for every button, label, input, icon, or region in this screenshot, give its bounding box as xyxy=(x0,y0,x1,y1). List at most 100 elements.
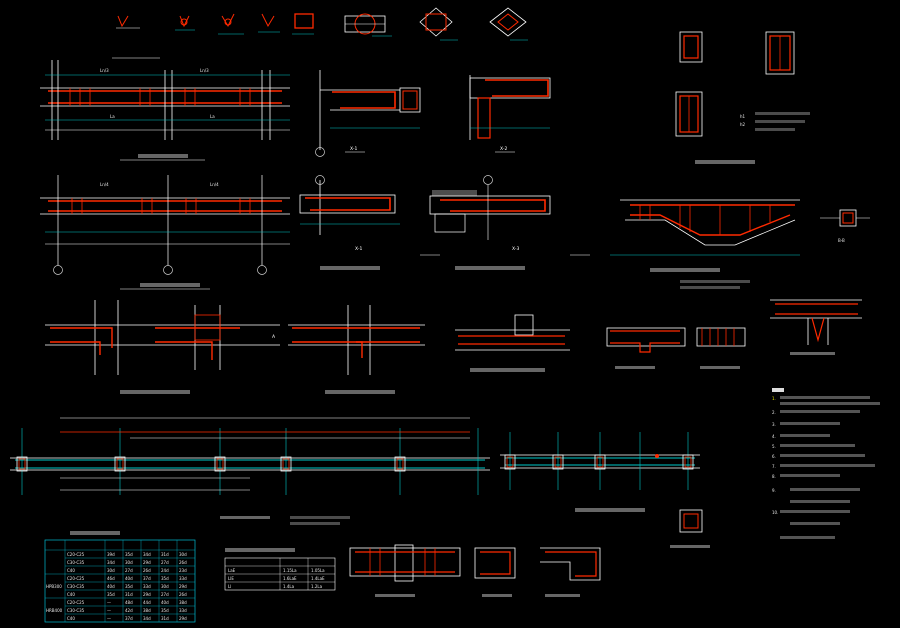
table-cell: 40d xyxy=(125,576,133,581)
table-cell: 30d xyxy=(107,568,115,573)
note-line: 3. xyxy=(772,422,776,427)
dim-text: Ln/3 xyxy=(100,68,109,73)
section-label: B-B xyxy=(838,238,845,243)
table-cell: 31d xyxy=(161,616,169,621)
table-cell: 29d xyxy=(143,592,151,597)
beam-elevation-2: Ln/4 Ln/4 xyxy=(40,175,290,290)
table-cell: 31d xyxy=(161,552,169,557)
dim-text: La xyxy=(210,114,215,119)
column-section-symbols xyxy=(344,7,528,41)
dim-text: Ln/4 xyxy=(100,182,109,187)
table-cell: C30-C35 xyxy=(67,560,85,565)
table-cell: 26d xyxy=(143,568,151,573)
table-cell: — xyxy=(107,600,111,605)
notes-title: 1. xyxy=(772,396,776,401)
hook-symbols xyxy=(116,13,314,35)
dim-text: La xyxy=(110,114,115,119)
table-cell: 27d xyxy=(125,568,133,573)
note-text: h1 xyxy=(740,114,746,119)
table-cell: Ll xyxy=(228,584,231,589)
small-section-rt: B-B xyxy=(820,209,870,243)
section-label: X-3 xyxy=(512,246,519,252)
table-cell: 34d xyxy=(143,616,151,621)
section-x3-left: X-1 xyxy=(299,175,400,252)
table-cell: 29d xyxy=(179,616,187,621)
bottom-details xyxy=(349,544,601,597)
table-cell: 37d xyxy=(125,616,133,621)
table-cell: 38d xyxy=(143,608,151,613)
section-label: X-1 xyxy=(355,246,362,252)
section-label: A xyxy=(272,334,276,340)
aa-section xyxy=(455,314,570,372)
section-x3-right: X-3 xyxy=(420,175,590,256)
table-cell: 27d xyxy=(161,592,169,597)
table-cell: — xyxy=(107,616,111,621)
table-cell: 48d xyxy=(125,600,133,605)
table-cell: 35d xyxy=(107,592,115,597)
table-cell: 1.4LaE xyxy=(311,576,325,581)
table-cell: 1.6LaE xyxy=(283,576,297,581)
note-line: 4. xyxy=(772,434,776,439)
table-cell: C20-C25 xyxy=(67,600,85,605)
table-group: HRB400 xyxy=(46,608,63,613)
table-cell: C30-C35 xyxy=(67,608,85,613)
table-cell: — xyxy=(107,608,111,613)
general-notes: 1. 2. 3. 4. 5. 6. 7. 8. 9. 10. xyxy=(772,388,880,539)
table-cell: 46d xyxy=(107,576,115,581)
section-label: X-1 xyxy=(350,146,357,152)
table-cell: C30-C35 xyxy=(67,584,85,589)
small-joint-details xyxy=(606,327,746,369)
note-line: 2. xyxy=(772,410,776,415)
table-cell: 33d xyxy=(179,576,187,581)
table-cell: C20-C25 xyxy=(67,552,85,557)
table-cell: 30d xyxy=(161,584,169,589)
table-cell: 37d xyxy=(143,576,151,581)
joint-detail-1: A xyxy=(45,300,280,394)
frame-elevation-2 xyxy=(500,432,710,548)
beam-elevation-1: Ln/3 Ln/3 La La xyxy=(40,57,290,161)
table-cell: 35d xyxy=(125,552,133,557)
table-cell: 31d xyxy=(125,592,133,597)
dim-text: Ln/3 xyxy=(200,68,209,73)
table-cell: 26d xyxy=(179,592,187,597)
table-cell: 35d xyxy=(161,608,169,613)
dim-text: Ln/4 xyxy=(210,182,219,187)
table-cell: 27d xyxy=(161,560,169,565)
table-cell: 40d xyxy=(161,600,169,605)
table-cell: C40 xyxy=(67,568,75,573)
table-cell: 30d xyxy=(179,552,187,557)
column-sections-top-right: h1 h2 xyxy=(675,31,810,164)
table-cell: 1.2La xyxy=(311,584,323,589)
joint-detail-2 xyxy=(288,305,425,394)
table-cell: 29d xyxy=(179,584,187,589)
table-cell: C20-C25 xyxy=(67,576,85,581)
table-cell: 35d xyxy=(161,576,169,581)
table-cell: C40 xyxy=(67,592,75,597)
table-cell: 44d xyxy=(143,600,151,605)
haunch-beam-detail xyxy=(610,199,800,289)
note-line: 5. xyxy=(772,444,776,449)
table-cell: 30d xyxy=(125,560,133,565)
tee-joint-detail xyxy=(770,299,862,355)
note-line: 9. xyxy=(772,488,776,493)
note-line: 7. xyxy=(772,464,776,469)
table-cell: 1.05La xyxy=(311,568,325,573)
table-cell: 34d xyxy=(143,552,151,557)
note-line: 6. xyxy=(772,454,776,459)
table-group: HPB300 xyxy=(46,584,62,589)
table-cell: 29d xyxy=(143,560,151,565)
frame-elevation xyxy=(10,417,490,525)
note-text: h2 xyxy=(740,122,746,127)
section-label: X-2 xyxy=(500,146,507,152)
table-cell: 1.4La xyxy=(283,584,295,589)
table-cell: 42d xyxy=(125,608,133,613)
table-cell: 33d xyxy=(179,608,187,613)
table-cell: LaE xyxy=(228,568,236,573)
table-cell: C40 xyxy=(67,616,75,621)
table-cell: 1.15La xyxy=(283,568,297,573)
captions-row2 xyxy=(320,266,525,270)
note-line: 8. xyxy=(772,474,776,479)
